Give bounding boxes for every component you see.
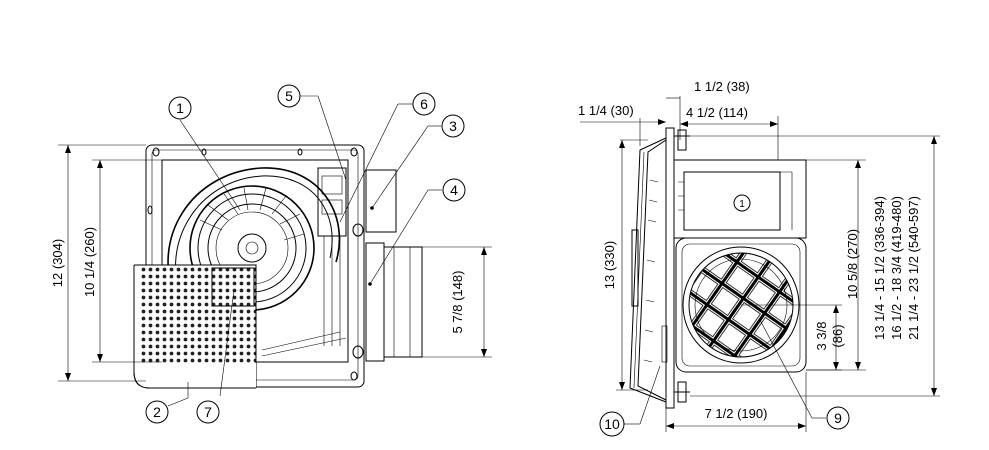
grille-profile — [629, 137, 667, 403]
dim-bottom-depth: 7 1/2 (190) — [705, 406, 768, 421]
dim-duct-offset: 3 3/8 — [814, 322, 829, 351]
callout-3: 3 — [441, 114, 465, 138]
callout-9: 9 — [826, 406, 850, 430]
dim-duct-offset-mm: (86) — [830, 324, 845, 347]
side-housing: 1 — [673, 159, 807, 239]
callout-5: 5 — [277, 84, 301, 108]
duct-connector — [365, 169, 423, 362]
callout-7: 7 — [196, 400, 220, 424]
svg-text:10: 10 — [604, 416, 620, 432]
svg-text:6: 6 — [420, 96, 428, 112]
svg-text:7: 7 — [204, 404, 212, 420]
dim-housing-height: 10 5/8 (270) — [845, 229, 860, 299]
callout-2: 2 — [145, 400, 169, 424]
motor-bracket — [261, 167, 347, 357]
callout-1: 1 — [168, 96, 192, 120]
side-view: 1 — [578, 79, 940, 437]
dim-inner-height: 10 1/4 (260) — [82, 227, 97, 297]
dim-body-height: 13 (330) — [602, 241, 617, 289]
dim-duct-height: 5 7/8 (148) — [450, 271, 465, 334]
svg-text:9: 9 — [834, 410, 842, 426]
callout-10: 10 — [599, 411, 625, 437]
dim-top-offset: 1 1/2 (38) — [694, 79, 750, 94]
svg-text:3: 3 — [449, 118, 457, 134]
front-dimensions — [58, 144, 492, 382]
svg-text:4: 4 — [450, 182, 458, 198]
housing-mark: 1 — [739, 199, 745, 210]
dim-range-1: 13 1/4 - 15 1/2 (336-394) — [872, 196, 887, 340]
dim-flange: 1 1/4 (30) — [578, 103, 634, 118]
grille-cutaway — [133, 264, 257, 389]
dim-overall-height: 12 (304) — [50, 239, 65, 287]
svg-text:5: 5 — [285, 88, 293, 104]
dim-range-2: 16 1/2 - 18 3/4 (419-480) — [889, 196, 904, 340]
dim-range-3: 21 1/4 - 23 1/2 (540-597) — [906, 196, 921, 340]
svg-text:1: 1 — [176, 100, 184, 116]
callout-6: 6 — [412, 92, 436, 116]
mounting-plate — [665, 127, 675, 409]
callout-4: 4 — [442, 178, 466, 202]
mounting-holes — [147, 147, 364, 381]
front-view: 12 (304) 10 1/4 (260) 5 7/8 (148) 1 2 — [50, 84, 492, 424]
svg-text:2: 2 — [153, 404, 161, 420]
side-dimensions — [580, 96, 940, 432]
dim-top-depth: 4 1/2 (114) — [686, 105, 748, 120]
front-callout-leaders — [167, 95, 442, 407]
side-callout-leaders — [624, 319, 826, 425]
hanger-bolts — [674, 129, 690, 403]
